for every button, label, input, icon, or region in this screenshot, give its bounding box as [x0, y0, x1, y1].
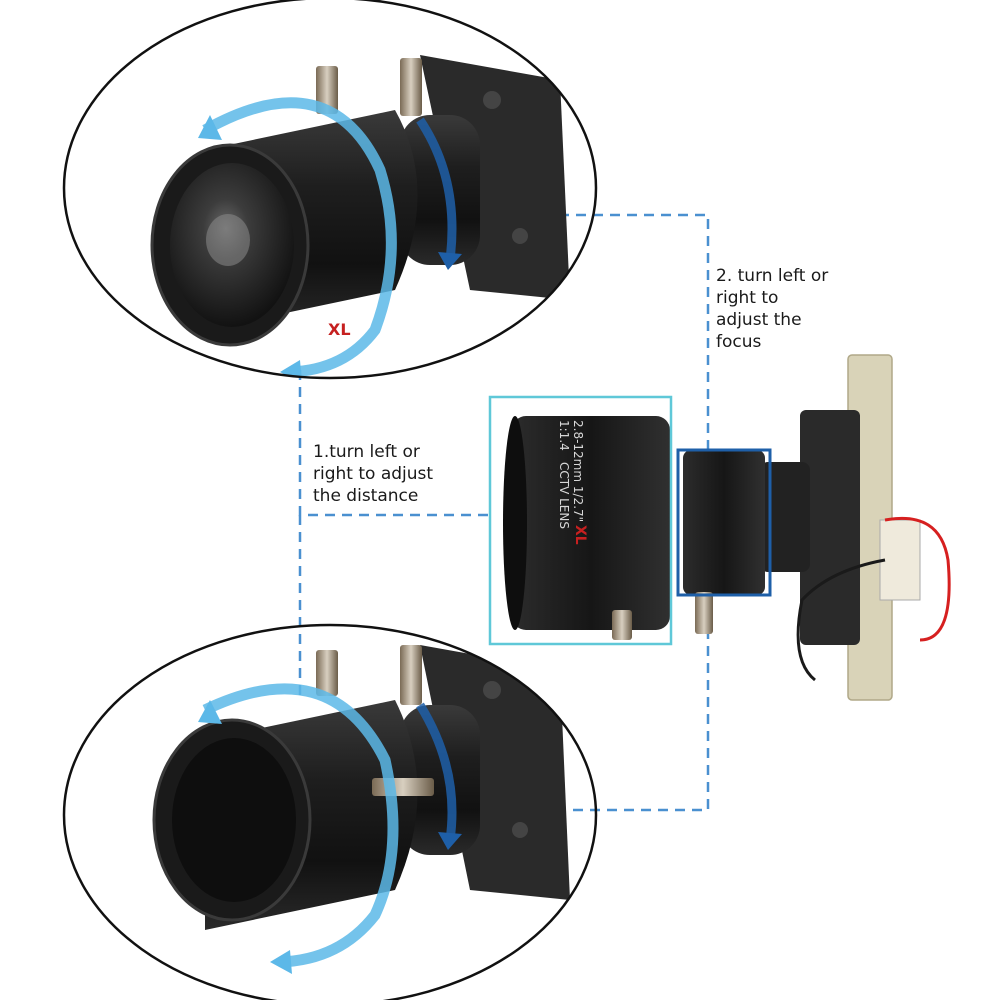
- lens-spec-line-3: 2.8-12mm 1/2.7": [571, 420, 585, 522]
- distance-instruction-line: 1.turn left or: [313, 442, 420, 462]
- focus-instruction-line: adjust the: [716, 310, 802, 330]
- top-detail-view: XL: [150, 55, 570, 378]
- wire-red: [884, 516, 951, 642]
- distance-instruction: 1.turn left or right to adjust the dista…: [313, 441, 433, 507]
- camera-module: 1:1.4 CCTV LENS 2.8-12mm 1/2.7" XL: [488, 354, 951, 701]
- wire-black: [796, 558, 886, 682]
- lens-brand-mark: XL: [572, 525, 588, 545]
- distance-instruction-line: the distance: [313, 486, 419, 506]
- lens-spec-line-2: CCTV LENS: [557, 462, 571, 529]
- top-detail-ellipse: [62, 0, 598, 380]
- focus-instruction-line: 2. turn left or: [716, 266, 829, 286]
- highlight-box-lens: [488, 395, 673, 646]
- lens-brand-mark-top: XL: [328, 320, 351, 339]
- rotation-arrow-icon: [202, 683, 399, 968]
- bottom-detail-view: [152, 645, 570, 974]
- focus-instruction-line: focus: [716, 332, 762, 352]
- rotation-arrow-icon: [202, 97, 397, 378]
- focus-instruction: 2. turn left or right to adjust the focu…: [716, 265, 828, 353]
- bottom-detail-ellipse: [62, 623, 598, 1000]
- lens-spec-line-1: 1:1.4: [557, 420, 571, 451]
- highlight-box-focus-ring: [676, 448, 772, 597]
- distance-instruction-line: right to adjust: [313, 464, 434, 484]
- focus-instruction-line: right to: [716, 288, 779, 308]
- lens-markings: 1:1.4 CCTV LENS 2.8-12mm 1/2.7" XL: [557, 420, 588, 545]
- guide-line-focus-bottom: [545, 595, 710, 812]
